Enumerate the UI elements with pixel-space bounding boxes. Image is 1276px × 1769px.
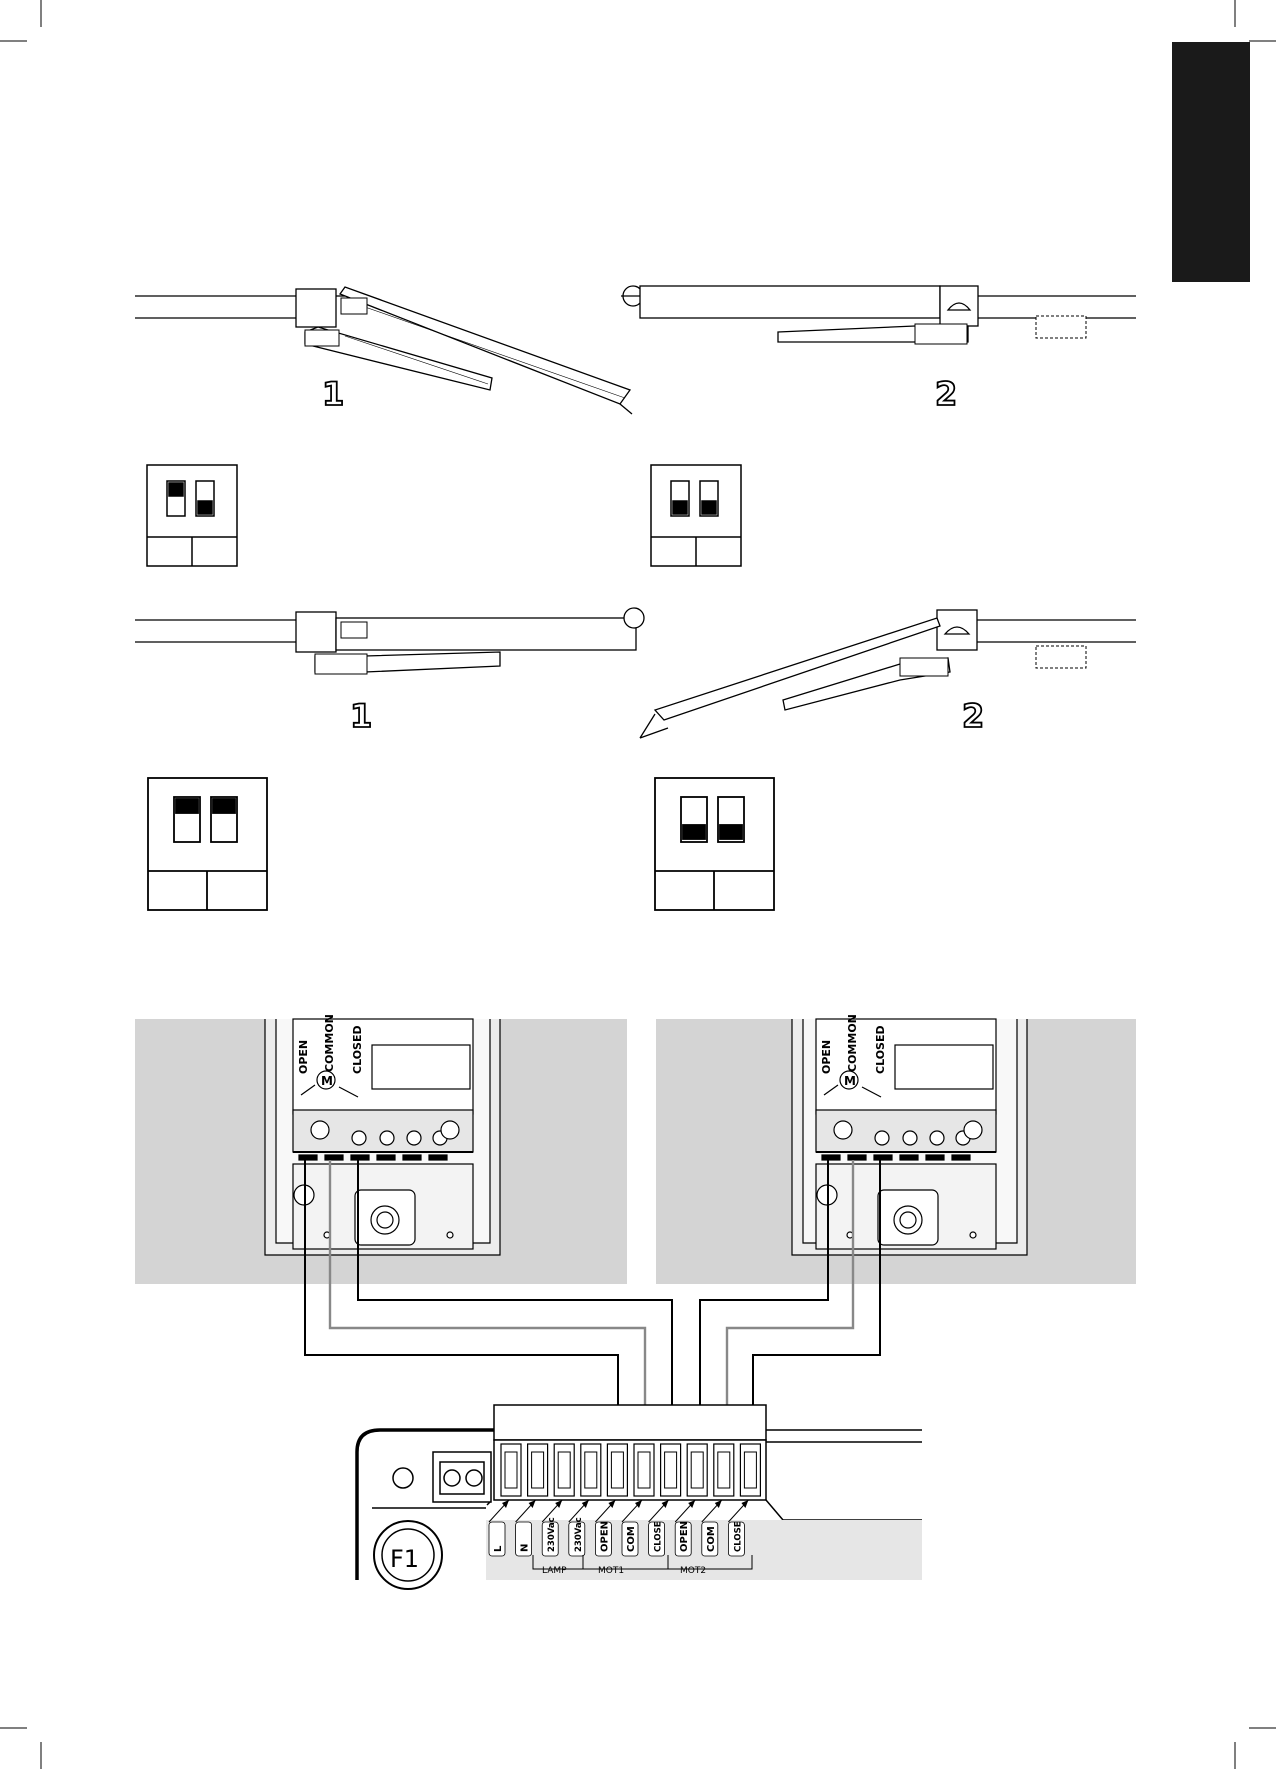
motor-symbol: M (844, 1074, 856, 1088)
terminal-label: CLOSE (654, 1521, 664, 1552)
terminal-label: CLOSE (733, 1521, 743, 1552)
terminal-arrows (489, 1500, 748, 1522)
terminal-screw-slot (585, 1452, 597, 1488)
terminal-screw-slot (718, 1452, 730, 1488)
language-tab (1172, 42, 1250, 282)
figure-number: 1 (322, 375, 344, 413)
terminal-screw-slot (638, 1452, 650, 1488)
arm-figure-row1-right (621, 286, 1136, 344)
figure-number: 1 (350, 697, 372, 735)
terminal-screw-slot (665, 1452, 677, 1488)
terminal-label: 230Vac (574, 1517, 584, 1552)
label-common: COMMON (846, 1014, 859, 1072)
terminal-label: N (520, 1544, 531, 1552)
figure-number: 2 (935, 375, 957, 413)
arm-figure-row2-left (135, 608, 644, 674)
terminal-label: 230Vac (547, 1517, 557, 1552)
dip-switch-box-row2-right (655, 778, 774, 910)
terminal-screw-slot (505, 1452, 517, 1488)
terminal-screw-slot (558, 1452, 570, 1488)
arm-figure-row2-right (640, 610, 1136, 738)
fuse-label: F1 (390, 1545, 419, 1573)
terminal-screw-slot (532, 1452, 544, 1488)
terminal-label: COM (706, 1526, 717, 1552)
label-closed: CLOSED (874, 1025, 887, 1074)
group-label-mot2: MOT2 (680, 1566, 706, 1576)
dip-switch-box-row1-left (147, 465, 237, 566)
motor-symbol: M (321, 1074, 333, 1088)
terminal-screw-slot (691, 1452, 703, 1488)
terminal-screw-slot (744, 1452, 756, 1488)
dip-switch-box-row1-right (651, 465, 741, 566)
terminal-screw-slot (611, 1452, 623, 1488)
label-common: COMMON (323, 1014, 336, 1072)
group-label-mot1: MOT1 (598, 1566, 624, 1576)
arm-figure-row1-left (135, 287, 632, 414)
label-open: OPEN (820, 1040, 833, 1074)
terminal-label: L (493, 1545, 504, 1552)
terminal-label: COM (626, 1526, 637, 1552)
terminal-label: OPEN (679, 1521, 690, 1552)
label-open: OPEN (297, 1040, 310, 1074)
label-closed: CLOSED (351, 1025, 364, 1074)
figure-number: 2 (962, 697, 984, 735)
dip-switch-box-row2-left (148, 778, 267, 910)
terminal-label: OPEN (599, 1521, 610, 1552)
group-label-lamp: LAMP (542, 1566, 567, 1576)
